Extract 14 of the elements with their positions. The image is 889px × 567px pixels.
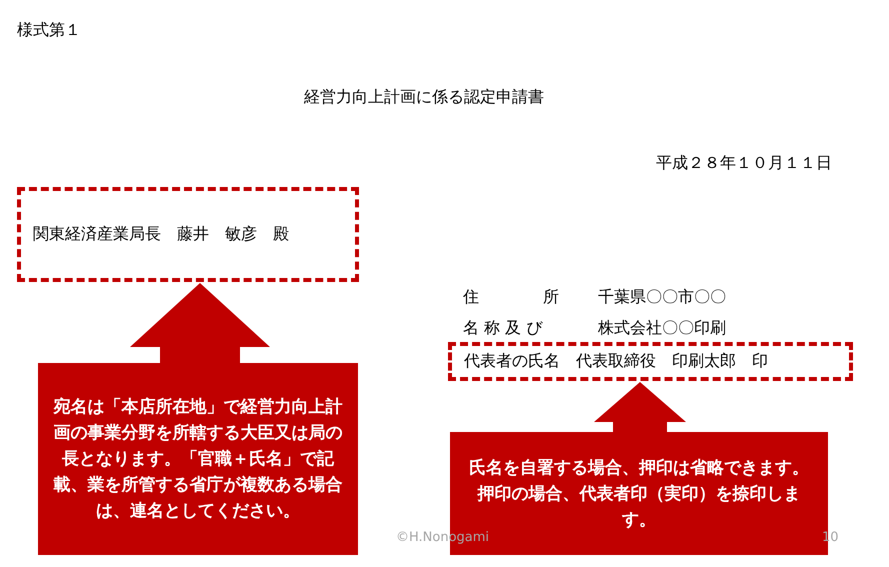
dashed-highlight-box: [448, 342, 853, 381]
field-label: 住 所: [463, 287, 559, 307]
document-title: 経営力向上計画に係る認定申請書: [304, 87, 544, 107]
field-value: 千葉県〇〇市〇〇: [598, 287, 726, 307]
callout-box: 宛名は「本店所在地」で経営力向上計画の事業分野を所轄する大臣又は局の長となります。「官職＋氏名」で記載、業を所管する省庁が複数ある場合は、連名としてください。: [38, 363, 358, 555]
field-value: 株式会社〇〇印刷: [598, 318, 726, 338]
addressee-text: 代表者の氏名 代表取締役 印刷太郎 印: [464, 351, 768, 372]
block-arrow: [130, 283, 270, 363]
dashed-highlight-box: [17, 187, 359, 282]
form-number: 様式第１: [17, 20, 81, 40]
addressee-text: 関東経済産業局長 藤井 敏彦 殿: [33, 224, 289, 245]
date-text: 平成２８年１０月１１日: [656, 153, 832, 173]
field-label: 名 称 及 び: [463, 318, 542, 338]
block-arrow: [594, 382, 686, 432]
